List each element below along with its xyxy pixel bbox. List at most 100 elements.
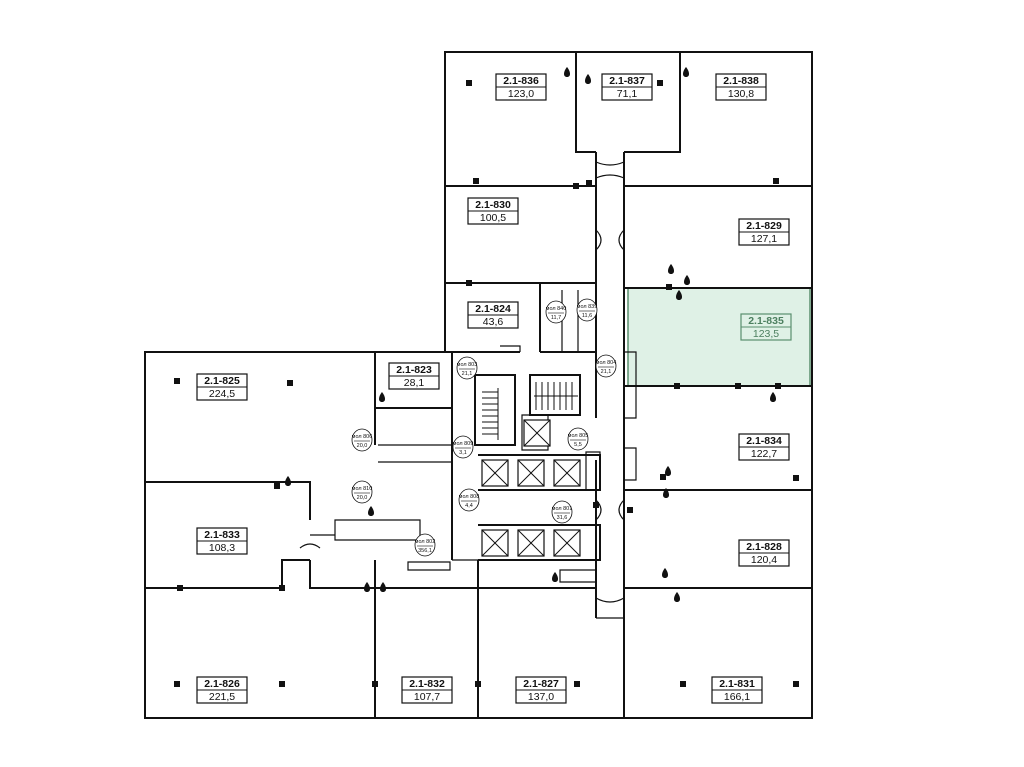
room-area: 123,5 [753, 328, 779, 340]
room-area: 137,0 [528, 691, 554, 703]
aux-label-circle [595, 354, 617, 378]
pillars [174, 80, 799, 687]
elevator-shaft [517, 529, 545, 557]
aux-room-code: мол 808 [459, 494, 480, 500]
water-drop-icon [585, 74, 591, 84]
water-drop-icon [368, 506, 374, 516]
aux-room-area: 4,4 [465, 503, 473, 509]
room-code: 2.1-825 [204, 375, 240, 387]
aux-label-circle [351, 480, 373, 504]
water-drop-icon [665, 466, 671, 476]
aux-room-area: 3,1 [459, 450, 467, 456]
aux-label-circle [414, 533, 436, 557]
water-drop-icon [552, 572, 558, 582]
pillar [279, 681, 285, 687]
aux-room-area: 20,0 [357, 443, 368, 449]
aux-room-code: мол 839 [577, 304, 598, 310]
pillar [274, 483, 280, 489]
pillar [593, 502, 599, 508]
water-drop-icon [564, 67, 570, 77]
room-area: 122,7 [751, 448, 777, 460]
room-code: 2.1-832 [409, 678, 445, 690]
aux-room-code: мол 840 [546, 306, 567, 312]
aux-room-801-label[interactable]: мол 801 31,6 [551, 500, 573, 524]
room-area: 123,0 [508, 88, 534, 100]
pillar [573, 183, 579, 189]
pillar [475, 681, 481, 687]
aux-room-808-label[interactable]: мол 808 4,4 [458, 488, 480, 512]
elevator-shaft [481, 459, 509, 487]
room-area: 28,1 [404, 377, 425, 389]
pillar [177, 585, 183, 591]
elevator-shaft [517, 459, 545, 487]
room-code: 2.1-828 [746, 541, 782, 553]
aux-room-area: 21,1 [462, 371, 473, 377]
room-area: 221,5 [209, 691, 235, 703]
pillar [674, 383, 680, 389]
elevator-shaft [553, 459, 581, 487]
pillar [466, 280, 472, 286]
water-drop-icon [662, 568, 668, 578]
aux-room-803-label[interactable]: мол 803 21,1 [456, 356, 478, 380]
room-area: 224,5 [209, 388, 235, 400]
aux-room-code: мол 801 [552, 506, 573, 512]
water-drop-icon [379, 392, 385, 402]
water-drop-icon [770, 392, 776, 402]
aux-room-area: 31,6 [557, 515, 568, 521]
pillar [680, 681, 686, 687]
aux-room-area: 11,7 [551, 315, 561, 321]
aux-room-840-label[interactable]: мол 840 11,7 [545, 300, 567, 324]
room-code: 2.1-835 [748, 315, 784, 327]
room-labels: 2.1-836123,02.1-83771,12.1-838130,82.1-8… [196, 73, 792, 704]
pillar [287, 380, 293, 386]
pillar [793, 475, 799, 481]
room-code: 2.1-837 [609, 75, 645, 87]
room-area: 100,5 [480, 212, 506, 224]
elevator-shaft [481, 529, 509, 557]
aux-room-code: мол 809 [453, 441, 474, 447]
pillar [793, 681, 799, 687]
aux-room-code: мол 810 [352, 486, 373, 492]
aux-room-code: мол 805 [568, 433, 589, 439]
aux-label-circle [545, 300, 567, 324]
room-code: 2.1-834 [746, 435, 782, 447]
pillar [660, 474, 666, 480]
water-drop-icon [684, 275, 690, 285]
pillar [372, 681, 378, 687]
elevator-shaft [523, 419, 551, 447]
room-code: 2.1-827 [523, 678, 559, 690]
aux-room-code: мол 802 [415, 539, 436, 545]
pillar [657, 80, 663, 86]
aux-room-809-label[interactable]: мол 809 3,1 [452, 435, 474, 459]
aux-room-code: мол 803 [457, 362, 478, 368]
room-code: 2.1-830 [475, 199, 511, 211]
aux-label-circle [452, 435, 474, 459]
room-code: 2.1-838 [723, 75, 759, 87]
inner-walls [145, 52, 812, 718]
room-code: 2.1-831 [719, 678, 755, 690]
pillar [574, 681, 580, 687]
